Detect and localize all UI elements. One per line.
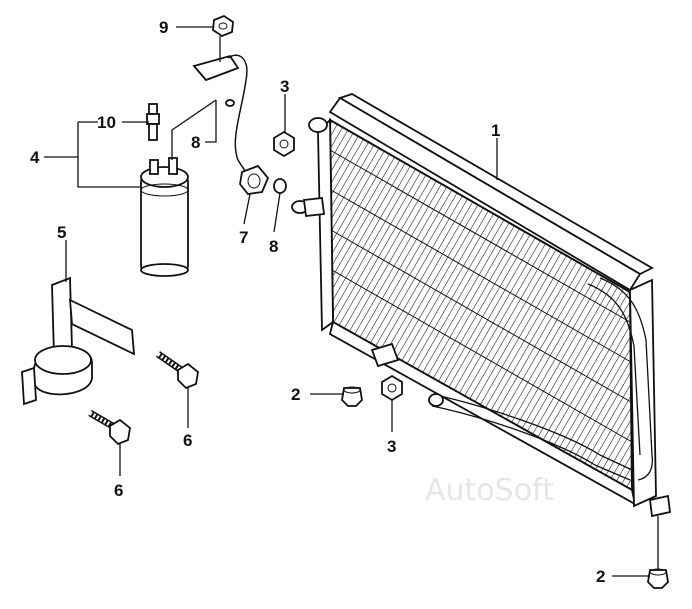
nut-top <box>212 14 234 38</box>
callout-3-upper: 3 <box>280 77 289 96</box>
watermark: AutoSoft <box>425 473 554 508</box>
receiver-drier <box>140 157 189 277</box>
bolt-lower <box>88 409 131 446</box>
mount-right <box>647 568 669 589</box>
refrigerant-pipe <box>192 54 270 195</box>
callout-2-right: 2 <box>596 567 605 586</box>
callout-8-lower: 8 <box>269 237 278 256</box>
nut-upper <box>273 130 295 158</box>
callout-6-upper: 6 <box>183 431 192 450</box>
callout-8-upper: 8 <box>191 133 200 152</box>
pressure-switch <box>146 103 160 141</box>
mount-left <box>341 386 363 407</box>
o-ring-lower <box>273 178 287 194</box>
callout-4: 4 <box>30 148 40 167</box>
callout-7: 7 <box>239 228 248 247</box>
drier-bracket <box>21 276 136 406</box>
bolt-upper <box>156 351 199 390</box>
callout-5: 5 <box>57 223 66 242</box>
callout-9: 9 <box>159 18 168 37</box>
nut-lower <box>381 374 403 402</box>
callout-1: 1 <box>491 121 500 140</box>
callout-3-lower: 3 <box>387 437 396 456</box>
callout-6-lower: 6 <box>114 481 123 500</box>
callout-10: 10 <box>97 113 116 132</box>
condenser <box>291 93 671 518</box>
callout-2-left: 2 <box>291 385 300 404</box>
leader-lines <box>44 26 659 577</box>
o-ring-upper <box>225 99 235 107</box>
